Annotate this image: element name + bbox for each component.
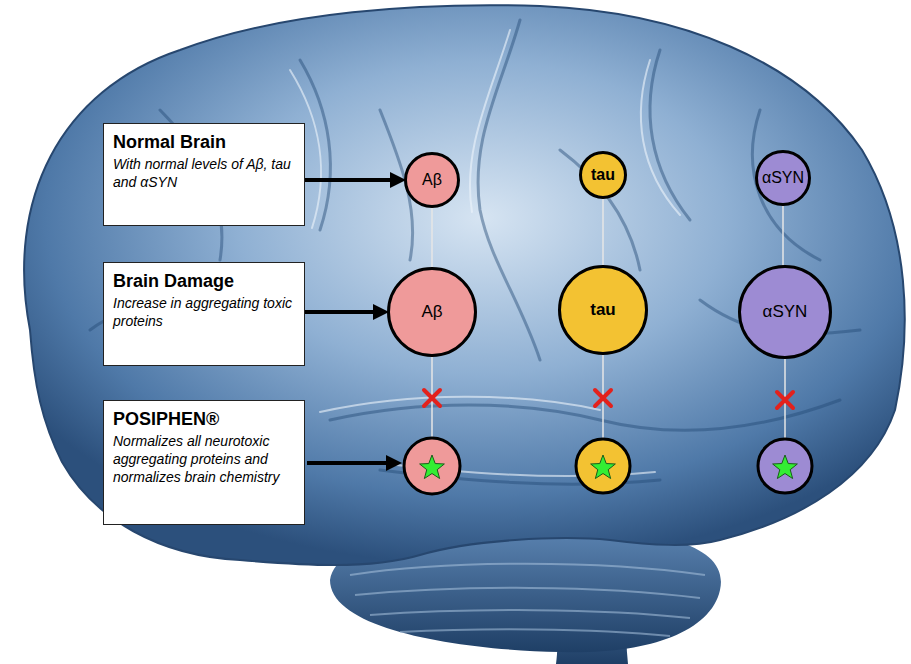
protein-label: αSYN bbox=[762, 169, 804, 187]
sulci bbox=[90, 20, 860, 484]
circle-shape bbox=[406, 154, 459, 207]
pointer-arrow bbox=[307, 461, 390, 465]
protein-label: tau bbox=[590, 300, 616, 320]
normalized-circle bbox=[576, 439, 630, 493]
box-heading: Brain Damage bbox=[113, 270, 295, 292]
column-line bbox=[431, 208, 433, 267]
protein-circle: αSYN bbox=[738, 265, 832, 359]
protein-circle: tau bbox=[579, 151, 627, 199]
highlights bbox=[290, 30, 680, 476]
cerebellum-folds bbox=[350, 564, 705, 636]
star-symbol bbox=[591, 455, 616, 479]
normalized-circle bbox=[404, 438, 460, 494]
protein-label: αSYN bbox=[763, 302, 808, 322]
circle-shape bbox=[581, 153, 626, 198]
pointer-arrow bbox=[305, 178, 394, 182]
pointer-arrow bbox=[305, 310, 377, 314]
circle-shape bbox=[389, 269, 476, 356]
red-x bbox=[777, 392, 793, 408]
leader-lines bbox=[432, 355, 785, 439]
star-symbol bbox=[773, 455, 798, 479]
box-description: Normalizes all neurotoxic aggregating pr… bbox=[113, 432, 295, 486]
circle-shape bbox=[757, 152, 810, 205]
red-x bbox=[424, 390, 440, 406]
protein-circle: tau bbox=[558, 265, 648, 355]
protein-label: tau bbox=[591, 166, 615, 184]
box-heading: Normal Brain bbox=[113, 131, 295, 153]
callout-box: POSIPHEN®Normalizes all neurotoxic aggre… bbox=[103, 400, 305, 525]
normalized-circle bbox=[758, 439, 812, 493]
circle-shape bbox=[560, 267, 647, 354]
callout-box: Normal BrainWith normal levels of Aβ, ta… bbox=[103, 123, 305, 226]
star-symbol bbox=[420, 455, 445, 479]
callout-box: Brain DamageIncrease in aggregating toxi… bbox=[103, 262, 305, 366]
box-description: Increase in aggregating toxic proteins bbox=[113, 294, 295, 330]
column-line bbox=[602, 199, 604, 265]
protein-label: Aβ bbox=[422, 171, 442, 189]
block-marks bbox=[424, 390, 793, 408]
protein-circle: αSYN bbox=[755, 150, 811, 206]
box-heading: POSIPHEN® bbox=[113, 408, 295, 430]
red-x bbox=[595, 390, 611, 406]
protein-circle: Aβ bbox=[404, 152, 460, 208]
column-line bbox=[782, 206, 784, 265]
protein-label: Aβ bbox=[421, 302, 442, 322]
cerebrum bbox=[24, 5, 905, 565]
box-description: With normal levels of Aβ, tau and αSYN bbox=[113, 155, 295, 191]
normalized-circles bbox=[404, 438, 812, 494]
protein-circle: Aβ bbox=[387, 267, 477, 357]
circle-shape bbox=[740, 267, 831, 358]
